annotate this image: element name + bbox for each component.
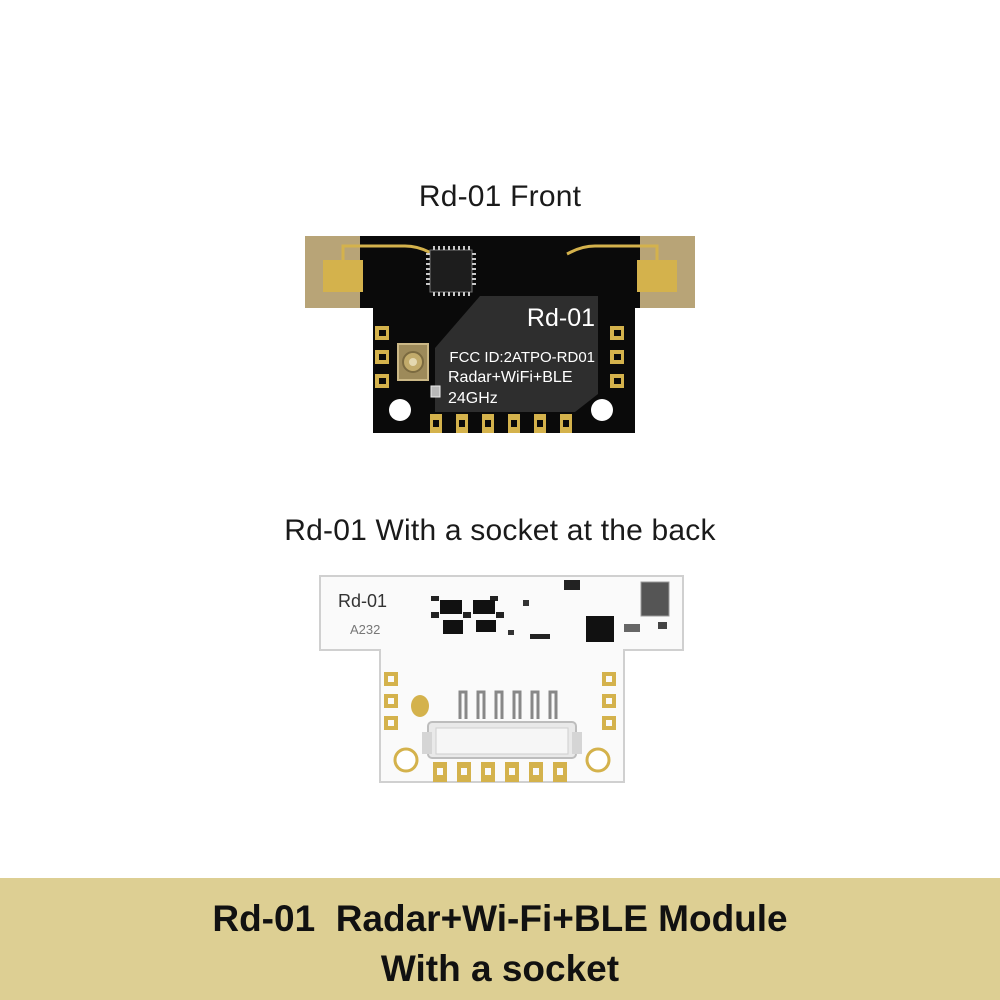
mounting-hole-left [389, 399, 411, 421]
smd-components [431, 580, 670, 642]
banner-subtitle: With a socket [380, 948, 620, 989]
back-view-caption: Rd-01 With a socket at the back [284, 514, 716, 547]
antenna-pad-right [637, 260, 677, 292]
mounting-hole-right [591, 399, 613, 421]
silk-model-label: Rd-01 [338, 591, 387, 611]
banner-title: Rd-01 Radar+Wi-Fi+BLE Module [212, 898, 788, 939]
antenna-trace-right [566, 244, 659, 264]
silk-code-label: A232 [350, 622, 380, 637]
antenna-trace-left [341, 244, 434, 264]
socket-connector [422, 690, 582, 759]
shield-fcc-label: FCC ID:2ATPO-RD01 [449, 349, 595, 366]
shield-features-label: Radar+WiFi+BLE [448, 369, 573, 386]
back-mounting-hole-right [585, 747, 611, 773]
back-board-image: Rd-01 A232 [319, 575, 684, 783]
qfn-chip [426, 246, 476, 296]
side-pads-left [375, 326, 389, 388]
front-board-image: Rd-01 FCC ID:2ATPO-RD01 Radar+WiFi+BLE 2… [305, 236, 695, 433]
shield-model-label: Rd-01 [527, 304, 595, 332]
title-banner: Rd-01 Radar+Wi-Fi+BLE Module With a sock… [0, 878, 1000, 1000]
front-view-caption: Rd-01 Front [418, 180, 582, 213]
back-mounting-hole-left [393, 747, 419, 773]
shield-can [435, 296, 598, 412]
shield-frequency-label: 24GHz [448, 390, 498, 407]
test-pad [411, 695, 429, 717]
ufl-connector [397, 343, 441, 398]
antenna-pad-left [323, 260, 363, 292]
